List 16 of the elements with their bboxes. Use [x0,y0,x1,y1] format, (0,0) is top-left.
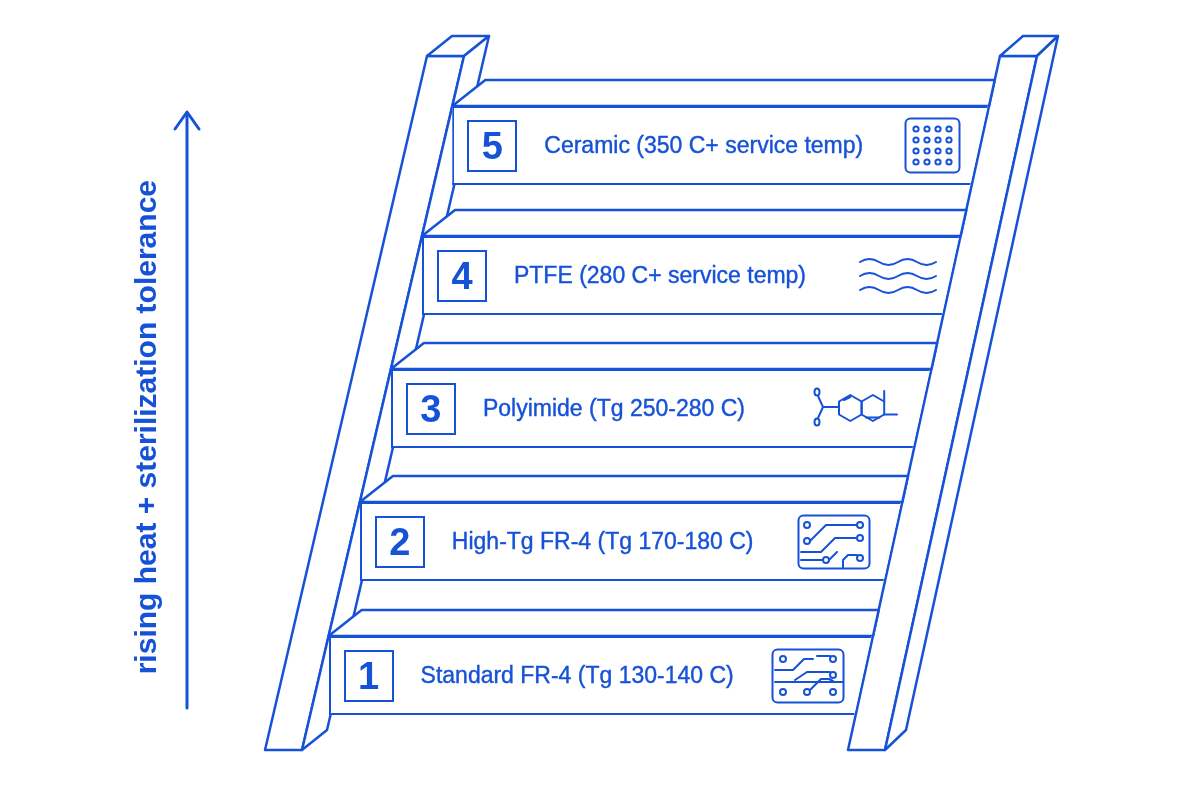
material-label: PTFE (280 C+ service temp) [513,261,807,290]
ladder-rung [359,502,903,581]
material-label: Standard FR-4 (Tg 130-140 C) [420,661,734,690]
axis-label: rising heat + sterilization tolerance [131,180,161,675]
material-label: Polyimide (Tg 250-280 C) [482,394,745,423]
step-number: 2 [374,515,425,568]
ladder-rung [452,106,990,185]
step-number: 3 [405,382,456,435]
step-number: 5 [467,119,518,172]
ladder-rung [328,636,873,715]
material-label: Ceramic (350 C+ service temp) [544,131,864,160]
step-number: 4 [436,249,487,302]
material-label: High-Tg FR-4 (Tg 170-180 C) [451,527,754,556]
ladder-rung [421,236,961,315]
step-number: 1 [343,649,394,702]
ladder-rung [390,369,932,448]
